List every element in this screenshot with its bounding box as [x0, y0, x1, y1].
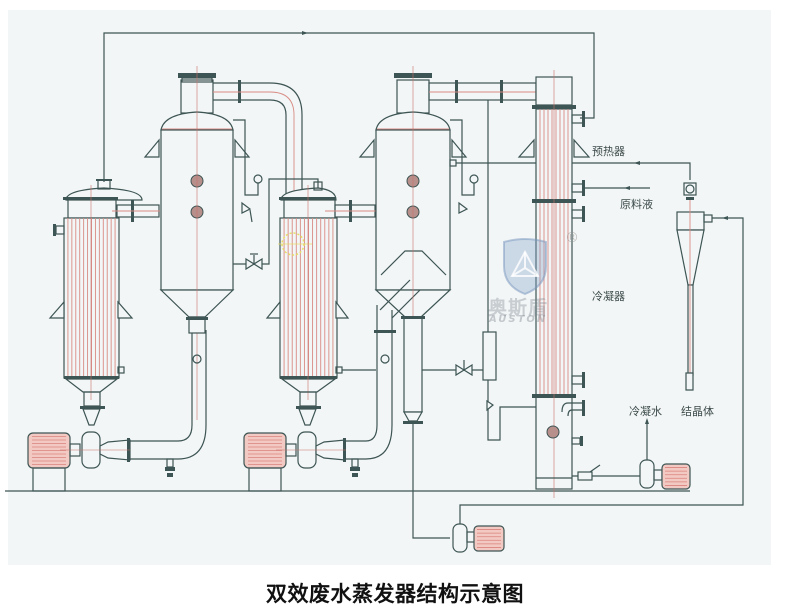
label-crystal: 结晶体: [681, 405, 714, 418]
watermark-brand-cn: 奥斯盾: [488, 297, 549, 319]
cyclone-crystallizer: [459, 182, 744, 524]
watermark-brand-en: AUSTON: [489, 314, 548, 325]
label-feed-liquid: 原料液: [620, 198, 653, 211]
registered-mark: ®: [565, 230, 579, 246]
separator-2: [358, 66, 691, 539]
shield-logo-icon: [503, 238, 547, 296]
circulation-pump-2: [243, 305, 396, 492]
heater-2: [265, 181, 378, 426]
separator-1: [143, 66, 319, 420]
heater-1: [48, 179, 160, 426]
condensate-pump: [639, 418, 691, 490]
top-return-pipe: [103, 31, 595, 182]
circulation-pump-1: [27, 330, 207, 492]
label-condenser: 冷凝器: [592, 290, 625, 303]
label-preheater: 预热器: [592, 145, 625, 158]
preheater-condenser-column: [517, 70, 650, 498]
discharge-pump: [452, 523, 505, 553]
diagram-title: 双效废水蒸发器结构示意图: [266, 582, 524, 606]
label-condensate-water: 冷凝水: [629, 405, 662, 418]
